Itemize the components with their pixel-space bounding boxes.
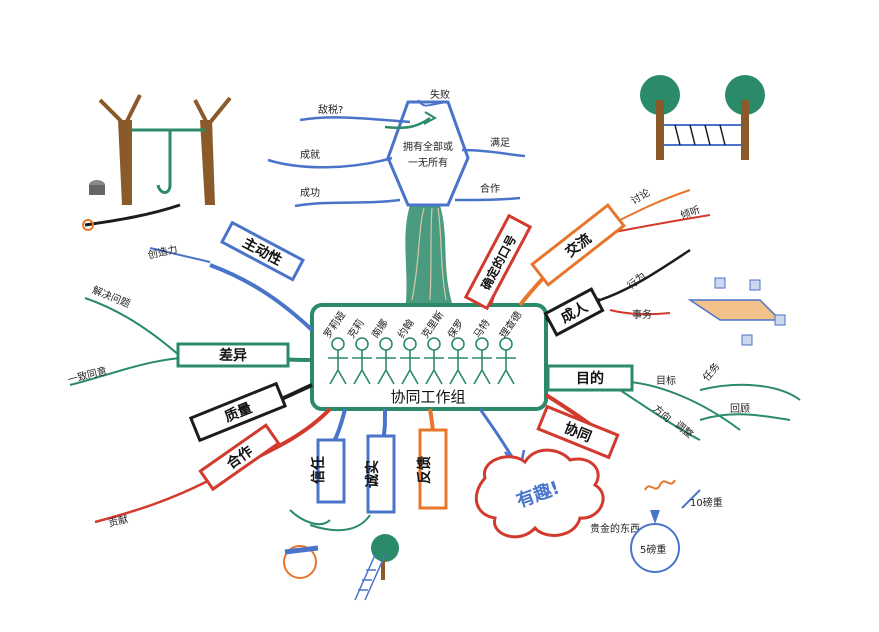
goal-box: 目的 bbox=[546, 364, 634, 392]
label-valuable: 贵金的东西 bbox=[590, 522, 640, 535]
label-create: 创造力 bbox=[147, 242, 179, 261]
label-listen: 倾听 bbox=[679, 203, 702, 222]
coordinate-box: 协同 bbox=[536, 404, 620, 460]
proactive-box: 主动性 bbox=[219, 220, 305, 282]
label-return: 回顾 bbox=[730, 403, 750, 415]
honest-box: 诚实 bbox=[364, 434, 396, 514]
label-ten-hours: 10磅重 bbox=[690, 496, 723, 509]
person-and-tree-illustration bbox=[283, 534, 399, 601]
difference-box: 差异 bbox=[176, 342, 290, 368]
label-solve: 解决问题 bbox=[90, 283, 132, 310]
balloon-illustration bbox=[630, 479, 701, 573]
adult-box: 成人 bbox=[543, 287, 605, 337]
top-label-question: 敌税? bbox=[318, 103, 343, 116]
label-goal: 目的 bbox=[576, 370, 604, 387]
top-label-fail: 失败 bbox=[430, 88, 450, 101]
label-difference: 差异 bbox=[219, 347, 247, 364]
top-text-1: 拥有全部或 bbox=[403, 140, 453, 153]
top-label-achieve: 成就 bbox=[300, 148, 320, 161]
trees-right-illustration bbox=[640, 75, 765, 160]
top-label-cooperate: 合作 bbox=[480, 182, 500, 195]
label-chat: 讨论 bbox=[628, 186, 652, 207]
label-honest: 诚实 bbox=[364, 460, 381, 488]
top-text-2: 一无所有 bbox=[408, 156, 448, 169]
label-adjust: 调整 bbox=[672, 418, 696, 441]
slogan-box: 确定的口号 bbox=[463, 213, 533, 311]
feedback-box: 反馈 bbox=[416, 428, 448, 510]
quality-box: 质量 bbox=[188, 381, 288, 443]
label-direction: 方向 bbox=[650, 402, 674, 425]
center-title: 协同工作组 bbox=[390, 388, 465, 406]
label-five-hours: 5磅重 bbox=[640, 543, 666, 556]
label-matter: 事务 bbox=[632, 308, 652, 321]
label-task: 任务 bbox=[700, 360, 723, 384]
trust-box: 信任 bbox=[310, 438, 346, 504]
top-branch-lines bbox=[267, 99, 526, 208]
top-label-success: 成功 bbox=[300, 187, 320, 199]
center-box: 罗莉娅 克莉 南娜 约翰 克里斯 保罗 马特 理查德 协同工作组 bbox=[310, 303, 548, 411]
fun-cloud: 有趣! bbox=[474, 448, 605, 539]
label-feedback: 反馈 bbox=[416, 456, 433, 484]
top-label-satisfy: 满足 bbox=[490, 137, 510, 149]
trees-left-illustration bbox=[82, 94, 232, 231]
label-consensus: 一致同意 bbox=[66, 364, 108, 386]
left-branches bbox=[69, 247, 332, 524]
top-hexagon: 拥有全部或 一无所有 bbox=[384, 100, 470, 207]
label-trust: 信任 bbox=[310, 456, 327, 484]
stick-figures bbox=[328, 337, 516, 385]
trunk bbox=[405, 205, 455, 312]
blocks-illustration bbox=[687, 277, 786, 346]
label-target: 目标 bbox=[656, 375, 676, 387]
communicate-box: 交流 bbox=[530, 203, 626, 287]
